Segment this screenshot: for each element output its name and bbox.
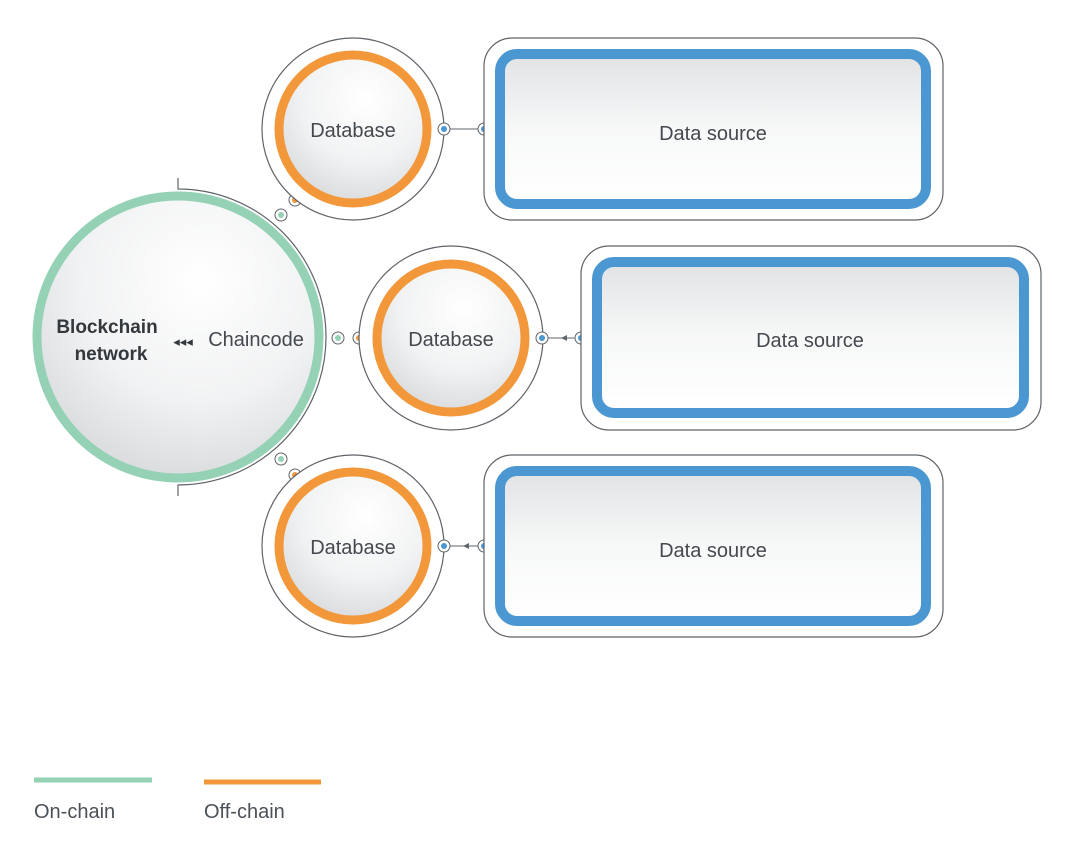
connector-arrow-icon [561, 335, 567, 341]
data-source-node [592, 257, 1029, 418]
data-source-label: Data source [659, 123, 767, 145]
row-2: Database Data source [358, 245, 1042, 431]
chaincode-bracket [177, 178, 327, 496]
blockchain-network-title-line2: network [75, 344, 148, 365]
legend-off-chain-label: Off-chain [204, 801, 285, 823]
row-1: Database Data source [261, 37, 944, 221]
database-node [372, 259, 530, 417]
data-source-node [495, 49, 931, 209]
blockchain-network-node: Blockchain network ◂◂◂ Chaincode [32, 191, 324, 483]
database-node [274, 50, 432, 208]
data-source-label: Data source [756, 330, 864, 352]
database-label: Database [310, 120, 396, 142]
triple-arrow-left-icon: ◂◂◂ [173, 335, 193, 350]
database-node [274, 467, 432, 625]
row-3: Database Data source [261, 454, 944, 638]
connector-dot-inner [441, 126, 447, 132]
connector-dot-inner [335, 335, 341, 341]
blockchain-network-title-line1: Blockchain [56, 317, 157, 338]
connector-dot-inner [278, 456, 284, 462]
data-source-label: Data source [659, 540, 767, 562]
connector-dot-inner [539, 335, 545, 341]
data-source-node [495, 466, 931, 626]
database-label: Database [408, 329, 494, 351]
connector-dot-inner [441, 543, 447, 549]
legend: On-chain Off-chain [34, 777, 321, 823]
legend-on-chain-label: On-chain [34, 801, 115, 823]
chaincode-label: Chaincode [208, 329, 304, 351]
connector-arrow-icon [463, 543, 469, 549]
database-label: Database [310, 537, 396, 559]
connector-dot-inner [278, 212, 284, 218]
